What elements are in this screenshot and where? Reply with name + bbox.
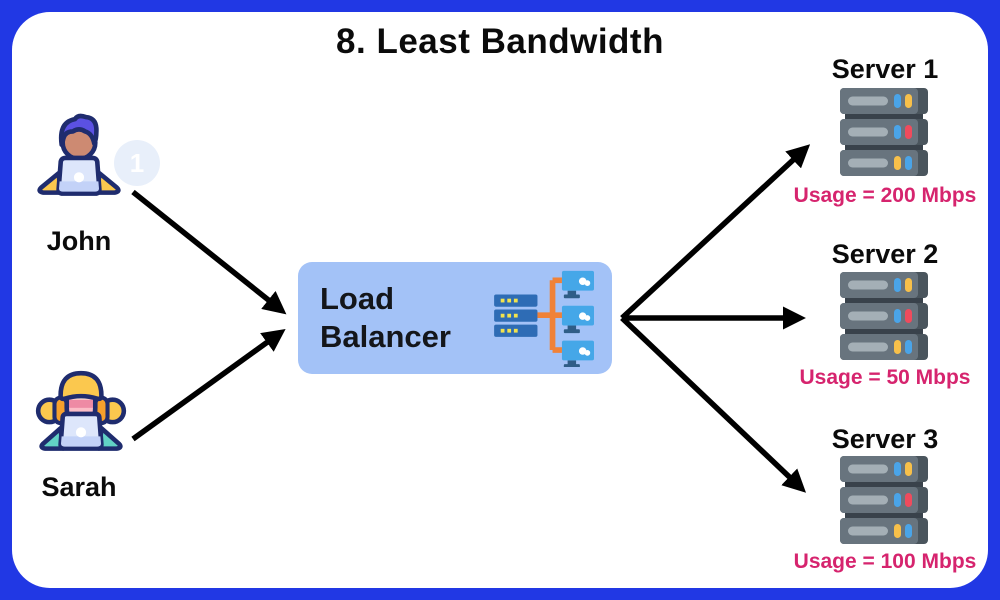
request-count-badge: 1 xyxy=(114,140,160,186)
load-balancer-label: Load Balancer xyxy=(320,281,451,354)
server2-name: Server 2 xyxy=(831,239,939,269)
server3-usage-label: Usage = 100 Mbps xyxy=(793,550,977,573)
server1-usage-label: Usage = 200 Mbps xyxy=(793,184,977,207)
server3-name: Server 3 xyxy=(831,424,939,454)
server2-usage-label: Usage = 50 Mbps xyxy=(799,366,971,389)
server1-name: Server 1 xyxy=(831,54,939,84)
load-balancer-box: Load Balancer xyxy=(298,262,612,374)
client-name-john: John xyxy=(46,226,112,256)
sarah-avatar-icon xyxy=(35,370,127,451)
server-rack-icon xyxy=(840,456,928,544)
page-title: 8. Least Bandwidth xyxy=(336,22,664,61)
server-network-icon xyxy=(494,270,594,367)
server-rack-icon xyxy=(840,88,928,176)
server-rack-icon xyxy=(840,272,928,360)
client-name-sarah: Sarah xyxy=(41,472,117,502)
john-avatar-icon xyxy=(37,113,121,196)
